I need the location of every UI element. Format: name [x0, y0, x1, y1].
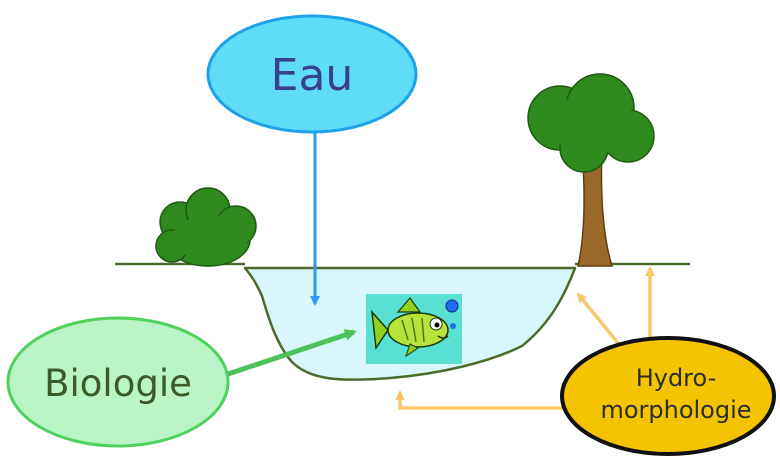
fish-icon: [366, 294, 462, 364]
eau-label: Eau: [271, 50, 354, 101]
hydro-label-line2: morphologie: [600, 396, 751, 424]
biologie-arrow: [227, 329, 357, 377]
hydromorphologie-node: Hydro- morphologie: [560, 336, 776, 456]
eau-node: Eau: [206, 14, 418, 134]
biologie-label: Biologie: [44, 362, 192, 405]
hydromorphologie-arrows: [395, 266, 655, 410]
biologie-node: Biologie: [6, 316, 230, 448]
bush-icon: [155, 187, 257, 267]
tree-icon: [527, 73, 655, 267]
hydro-label-line1: Hydro-: [636, 364, 717, 392]
